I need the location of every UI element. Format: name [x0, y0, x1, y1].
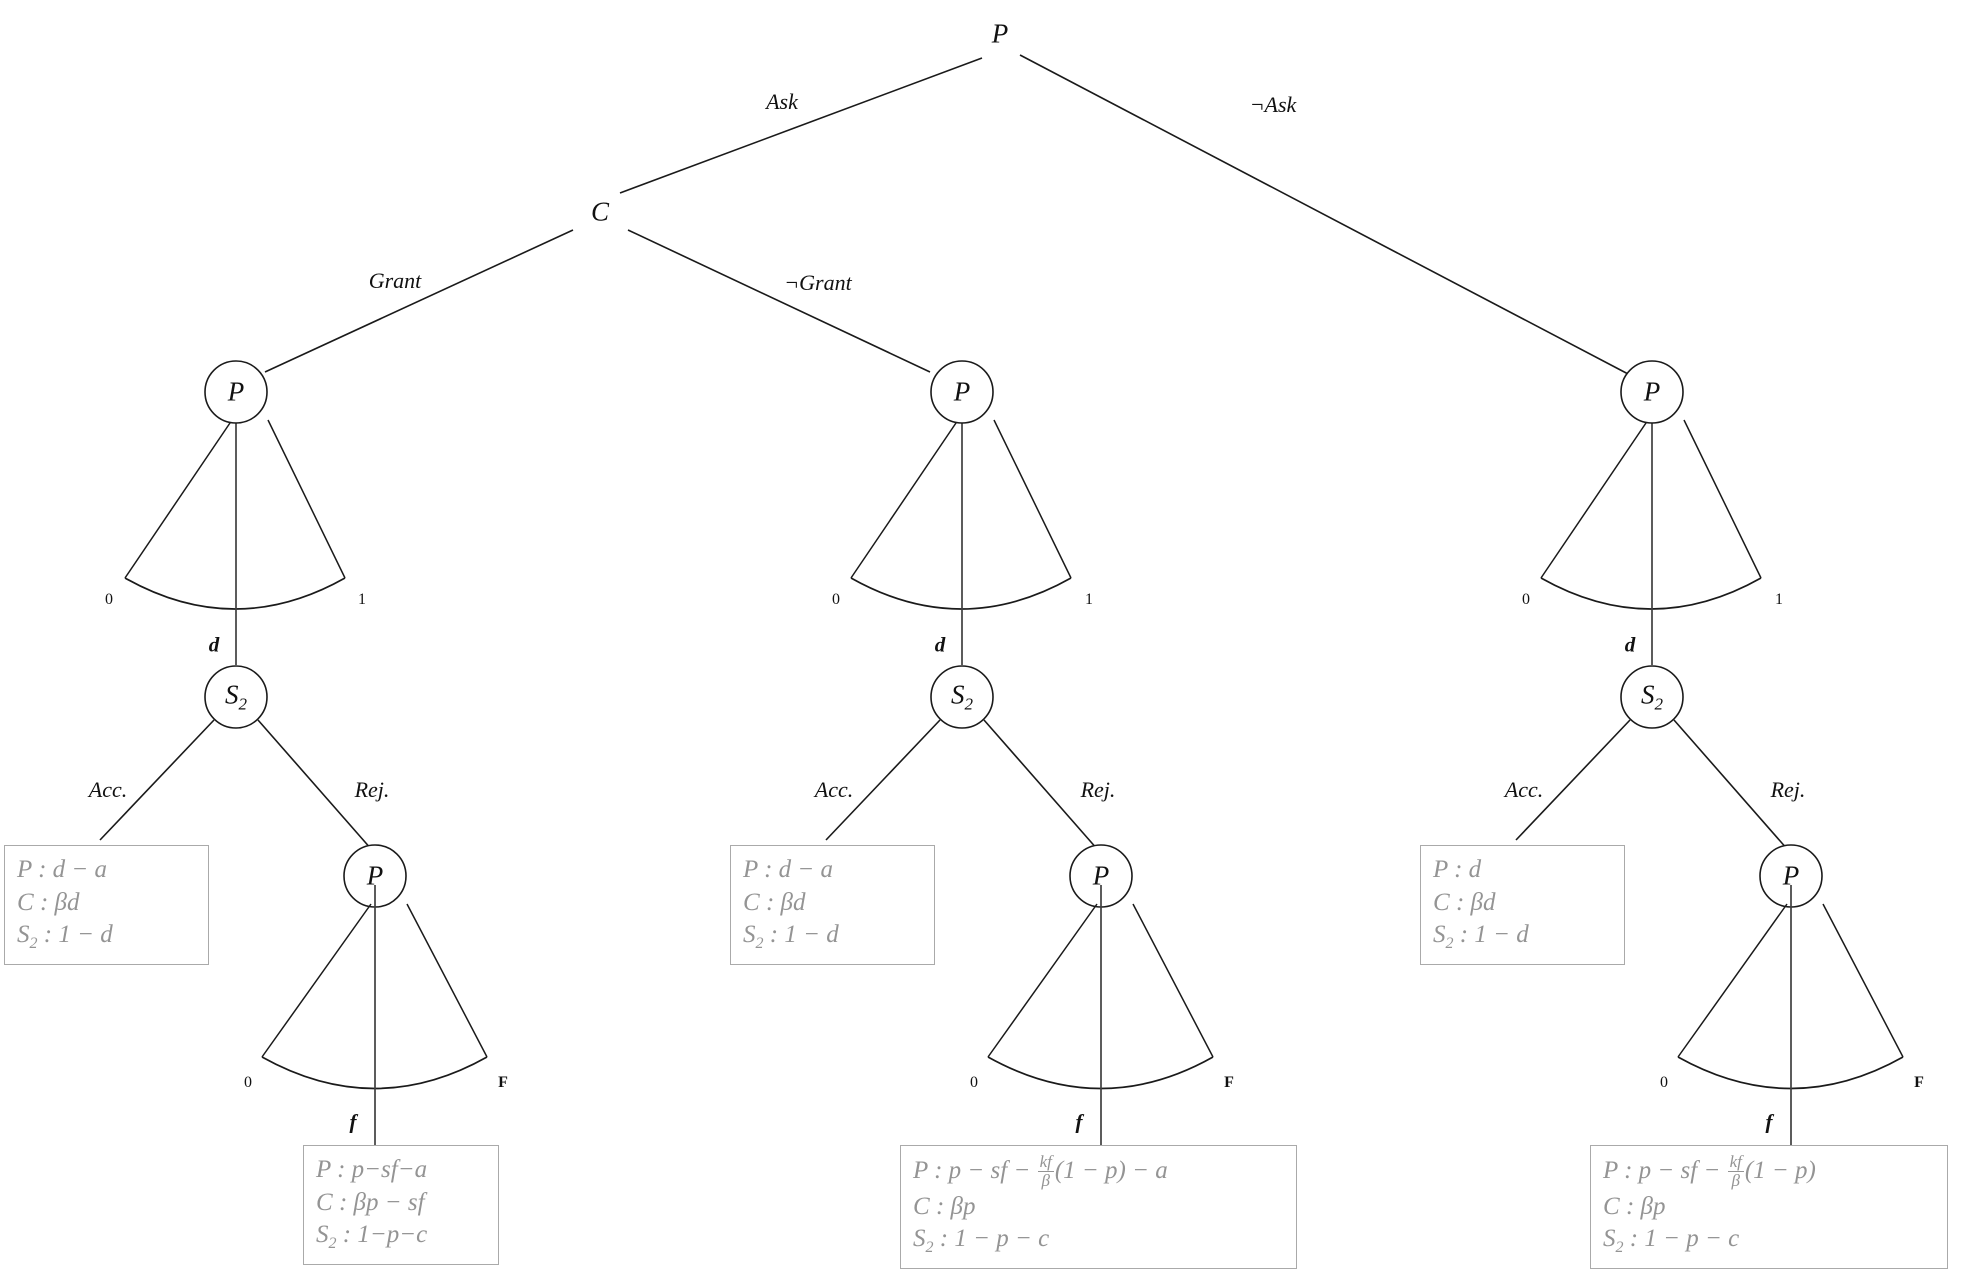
node-label-p-mid-low: P: [1092, 860, 1110, 891]
fan-stem-label-lm: f: [1075, 1109, 1083, 1134]
payoff-row: S2 : 1 − d: [743, 921, 839, 952]
fan-right-edge-um: [993, 419, 1072, 579]
node-s2-mid: [930, 665, 994, 729]
edge-rej-mid: [983, 719, 1099, 851]
edge-label-not-ask: ¬Ask: [1249, 92, 1297, 117]
fan-left-edge-ul: [124, 419, 233, 579]
fan-label-right-ur: 1: [1775, 591, 1783, 608]
node-s2-left: [204, 665, 268, 729]
fan-left-edge-lr: [1677, 903, 1788, 1058]
node-label-root: P: [991, 18, 1009, 49]
node-p-right: [1620, 360, 1684, 424]
edge-rej-right: [1673, 719, 1789, 851]
fan-label-right-lr: F: [1914, 1074, 1924, 1091]
payoff-row: P : d: [1433, 856, 1482, 883]
fan-label-right-ll: F: [498, 1074, 508, 1091]
node-p-left: [204, 360, 268, 424]
payoff-box-mid-acc: P : d − a C : βd S2 : 1 − d: [730, 845, 935, 965]
node-label-s2-left: S2: [225, 679, 247, 714]
edge-not-grant: [627, 229, 931, 373]
node-label-p-right: P: [1643, 376, 1661, 407]
fan-stem-label-um: d: [934, 632, 946, 657]
node-label-p-left: P: [227, 376, 245, 407]
fan-arc-ul: [124, 577, 346, 610]
fan-label-left-ll: 0: [244, 1074, 252, 1091]
payoff-row: C : βd: [743, 888, 806, 916]
edge-label-rej-right: Rej.: [1770, 777, 1806, 802]
payoff-row: C : βd: [1433, 888, 1496, 916]
payoff-row: C : βp − sf: [316, 1188, 425, 1216]
fan-right-edge-lr: [1822, 903, 1904, 1058]
edge-label-not-grant: ¬Grant: [784, 270, 852, 295]
fan-label-right-ul: 1: [358, 591, 366, 608]
node-label-court: C: [590, 196, 610, 227]
fan-left-edge-lm: [987, 903, 1098, 1058]
payoff-row: C : βp: [1603, 1192, 1666, 1220]
node-label-p-right-low: P: [1782, 860, 1800, 891]
payoff-box-right-acc: P : d C : βd S2 : 1 − d: [1420, 845, 1625, 965]
fan-label-left-ur: 0: [1522, 591, 1530, 608]
payoff-row: S2 : 1 − p − c: [1603, 1225, 1740, 1257]
node-p-mid: [930, 360, 994, 424]
edge-acc-left: [99, 719, 215, 841]
fan-stem-label-lr: f: [1765, 1109, 1773, 1134]
payoff-row: C : βd: [17, 888, 80, 916]
fan-right-edge-ur: [1683, 419, 1762, 579]
node-s2-right: [1620, 665, 1684, 729]
fan-label-left-lm: 0: [970, 1074, 978, 1091]
edge-label-acc-right: Acc.: [1504, 777, 1544, 802]
fan-right-edge-lm: [1132, 903, 1214, 1058]
fan-stem-label-ll: f: [349, 1109, 357, 1134]
fan-right-edge-ul: [267, 419, 346, 579]
fan-left-edge-ll: [261, 903, 372, 1058]
edge-label-acc-mid: Acc.: [814, 777, 854, 802]
payoff-box-left-acc: P : d − a C : βd S2 : 1 − d: [4, 845, 209, 965]
edge-rej-left: [257, 719, 373, 851]
payoff-row: S2 : 1 − d: [1433, 921, 1529, 952]
node-label-s2-mid: S2: [951, 679, 973, 714]
fan-label-left-lr: 0: [1660, 1074, 1668, 1091]
edge-not-ask: [1019, 54, 1631, 376]
fan-label-left-ul: 0: [105, 591, 113, 608]
fan-stem-label-ul: d: [208, 632, 220, 657]
edge-label-grant: Grant: [368, 268, 422, 293]
edge-ask: [619, 57, 983, 194]
edge-acc-right: [1515, 719, 1631, 841]
payoff-row: C : βp: [913, 1192, 976, 1220]
payoff-row: P : p−sf−a: [316, 1156, 428, 1183]
fan-label-right-lm: F: [1224, 1074, 1234, 1091]
edge-label-rej-left: Rej.: [354, 777, 390, 802]
fan-arc-ur: [1540, 577, 1762, 610]
payoff-row: S2 : 1−p−c: [316, 1221, 428, 1252]
fan-left-edge-ur: [1540, 419, 1649, 579]
fan-arc-um: [850, 577, 1072, 610]
node-label-s2-right: S2: [1641, 679, 1663, 714]
edge-grant: [264, 229, 574, 373]
edge-label-rej-mid: Rej.: [1080, 777, 1116, 802]
payoff-row: P : d − a: [743, 856, 834, 883]
edge-label-ask: Ask: [766, 89, 798, 114]
payoff-row: S2 : 1 − p − c: [913, 1225, 1050, 1257]
node-label-p-left-low: P: [366, 860, 384, 891]
fan-label-left-um: 0: [832, 591, 840, 608]
fan-label-right-um: 1: [1085, 591, 1093, 608]
node-label-p-mid: P: [953, 376, 971, 407]
payoff-row: S2 : 1 − d: [17, 921, 113, 952]
fan-right-edge-ll: [406, 903, 488, 1058]
edge-label-acc-left: Acc.: [88, 777, 128, 802]
payoff-row: P : d − a: [17, 856, 108, 883]
edge-acc-mid: [825, 719, 941, 841]
fan-stem-label-ur: d: [1624, 632, 1636, 657]
fan-left-edge-um: [850, 419, 959, 579]
payoff-box-left-bottom: P : p−sf−a C : βp − sf S2 : 1−p−c: [303, 1145, 499, 1265]
